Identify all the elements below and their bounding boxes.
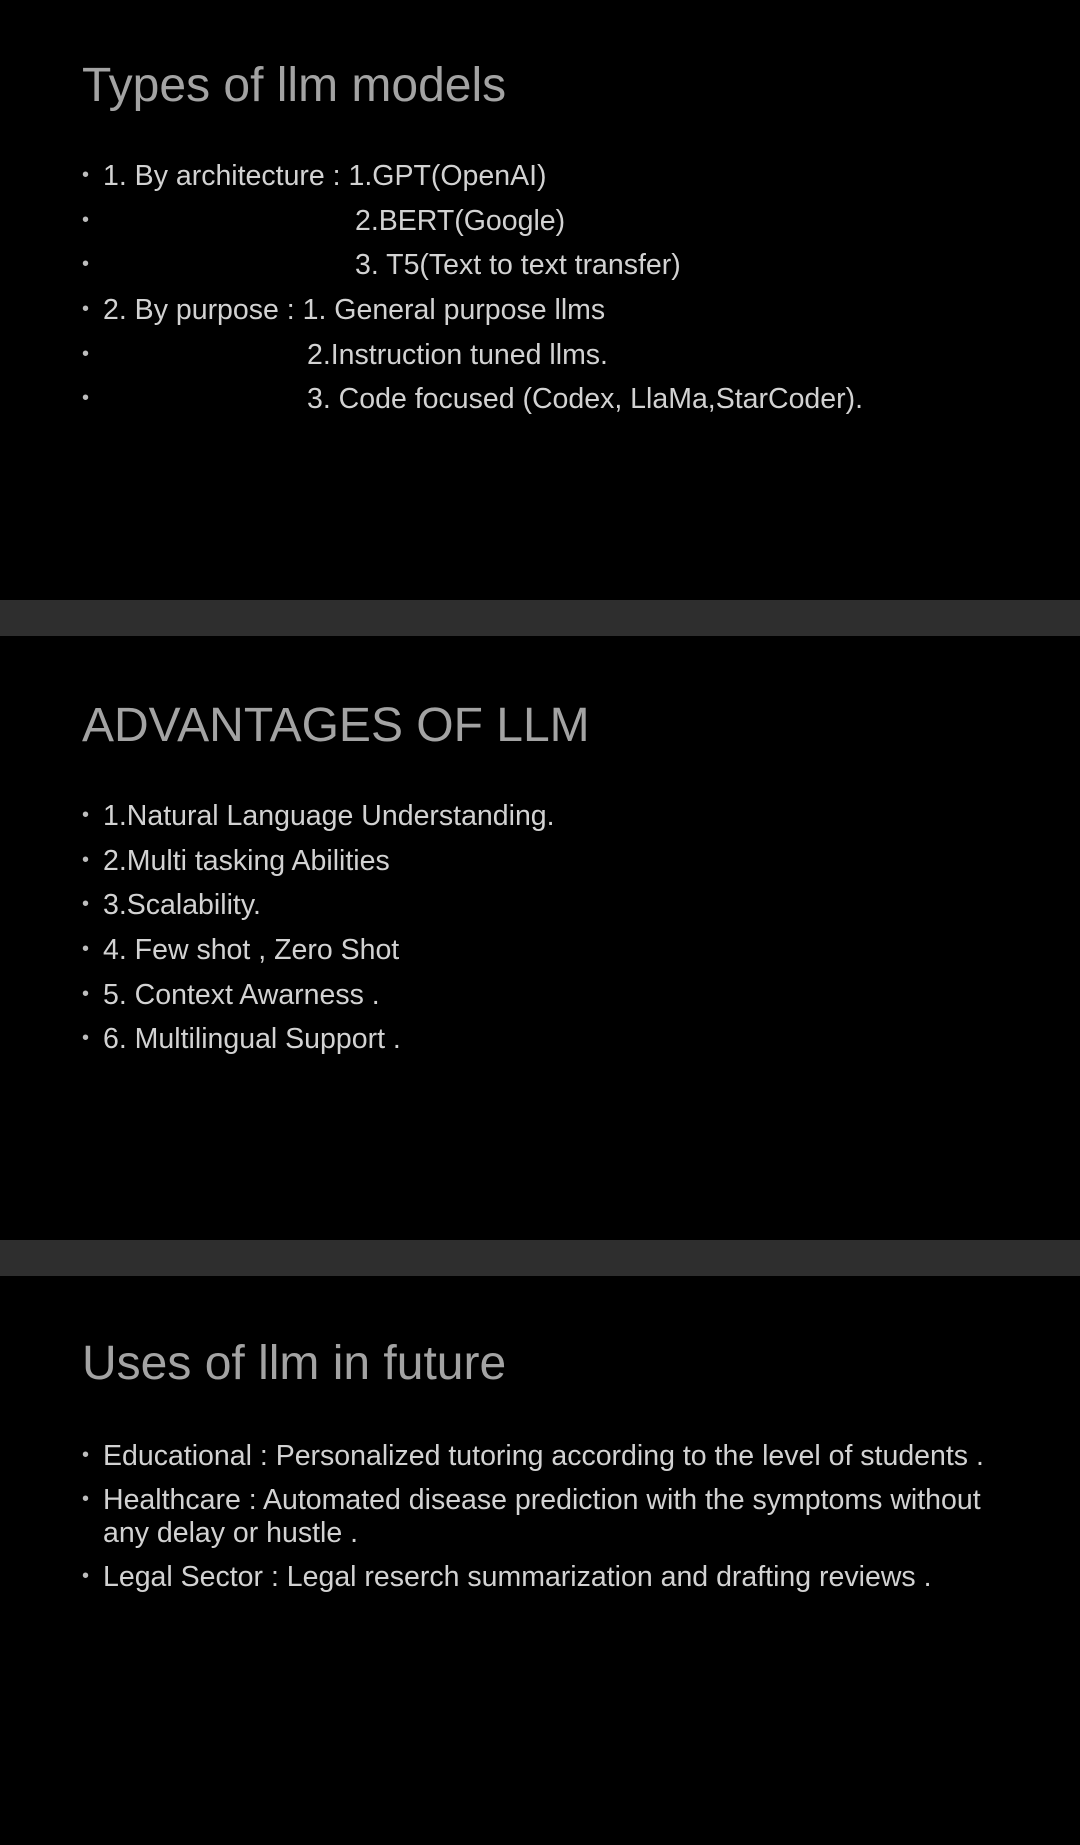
list-item: • 2.Multi tasking Abilities bbox=[82, 845, 1024, 890]
list-item: • 1.Natural Language Understanding. bbox=[82, 800, 1024, 845]
slide-divider bbox=[0, 600, 1080, 636]
list-item-text: Educational : Personalized tutoring acco… bbox=[103, 1440, 984, 1472]
list-item-text: 4. Few shot , Zero Shot bbox=[103, 934, 400, 967]
slide-advantages-of-llm: ADVANTAGES OF LLM • 1.Natural Language U… bbox=[0, 636, 1080, 1240]
list-item: • 2. By purpose : 1. General purpose llm… bbox=[82, 294, 1024, 339]
bullet-icon: • bbox=[82, 1444, 90, 1466]
slide-title: ADVANTAGES OF LLM bbox=[82, 699, 590, 752]
bullet-icon: • bbox=[82, 804, 90, 826]
list-item: • 6. Multilingual Support . bbox=[82, 1023, 1024, 1068]
list-item-text: 3.Scalability. bbox=[103, 889, 261, 922]
bullet-icon: • bbox=[82, 1565, 90, 1587]
bullet-icon: • bbox=[82, 342, 90, 365]
list-item: • 2.Instruction tuned llms. bbox=[82, 339, 1024, 384]
list-item: • 3.Scalability. bbox=[82, 889, 1024, 934]
list-item: • 1. By architecture : 1.GPT(OpenAI) bbox=[82, 160, 1024, 205]
bullet-icon: • bbox=[82, 298, 90, 321]
bullet-icon: • bbox=[82, 208, 90, 231]
list-item-text: Healthcare : Automated disease predictio… bbox=[103, 1484, 981, 1549]
list-item-text: 1.Natural Language Understanding. bbox=[103, 800, 555, 832]
list-item: • 3. Code focused (Codex, LlaMa,StarCode… bbox=[82, 383, 1024, 428]
bullet-list: • Educational : Personalized tutoring ac… bbox=[82, 1440, 1024, 1594]
list-item-text: 3. T5(Text to text transfer) bbox=[355, 249, 681, 282]
list-item: • 3. T5(Text to text transfer) bbox=[82, 249, 1024, 294]
list-item-text: 1. By architecture : 1.GPT(OpenAI) bbox=[103, 160, 547, 192]
list-item: • Legal Sector : Legal reserch summariza… bbox=[82, 1561, 1024, 1594]
slide-types-of-llm: Types of llm models • 1. By architecture… bbox=[0, 0, 1080, 600]
list-item-text: 2. By purpose : 1. General purpose llms bbox=[103, 294, 606, 327]
bullet-icon: • bbox=[82, 1488, 90, 1510]
slide-uses-of-llm: Uses of llm in future • Educational : Pe… bbox=[0, 1276, 1080, 1845]
list-item-text: 3. Code focused (Codex, LlaMa,StarCoder)… bbox=[307, 383, 864, 416]
list-item: • Healthcare : Automated disease predict… bbox=[82, 1484, 1024, 1550]
list-item-text: 5. Context Awarness . bbox=[103, 978, 380, 1011]
bullet-icon: • bbox=[82, 1027, 90, 1050]
bullet-list: • 1. By architecture : 1.GPT(OpenAI) • 2… bbox=[82, 160, 1024, 428]
bullet-icon: • bbox=[82, 848, 90, 871]
list-item: • 4. Few shot , Zero Shot bbox=[82, 934, 1024, 979]
list-item-text: 6. Multilingual Support . bbox=[103, 1023, 401, 1056]
bullet-list: • 1.Natural Language Understanding. • 2.… bbox=[82, 800, 1024, 1068]
slide-title: Types of llm models bbox=[82, 59, 507, 112]
bullet-icon: • bbox=[82, 938, 90, 961]
list-item-text: 2.Instruction tuned llms. bbox=[307, 338, 608, 371]
slide-title: Uses of llm in future bbox=[82, 1337, 507, 1390]
bullet-icon: • bbox=[82, 164, 90, 186]
bullet-icon: • bbox=[82, 982, 90, 1005]
bullet-icon: • bbox=[82, 253, 90, 276]
slide-divider bbox=[0, 1240, 1080, 1276]
list-item: • Educational : Personalized tutoring ac… bbox=[82, 1440, 1024, 1473]
list-item-text: 2.Multi tasking Abilities bbox=[103, 844, 390, 877]
list-item: • 2.BERT(Google) bbox=[82, 205, 1024, 250]
list-item: • 5. Context Awarness . bbox=[82, 979, 1024, 1024]
list-item-text: 2.BERT(Google) bbox=[355, 204, 566, 237]
bullet-icon: • bbox=[82, 893, 90, 916]
list-item-text: Legal Sector : Legal reserch summarizati… bbox=[103, 1561, 932, 1593]
bullet-icon: • bbox=[82, 387, 90, 410]
